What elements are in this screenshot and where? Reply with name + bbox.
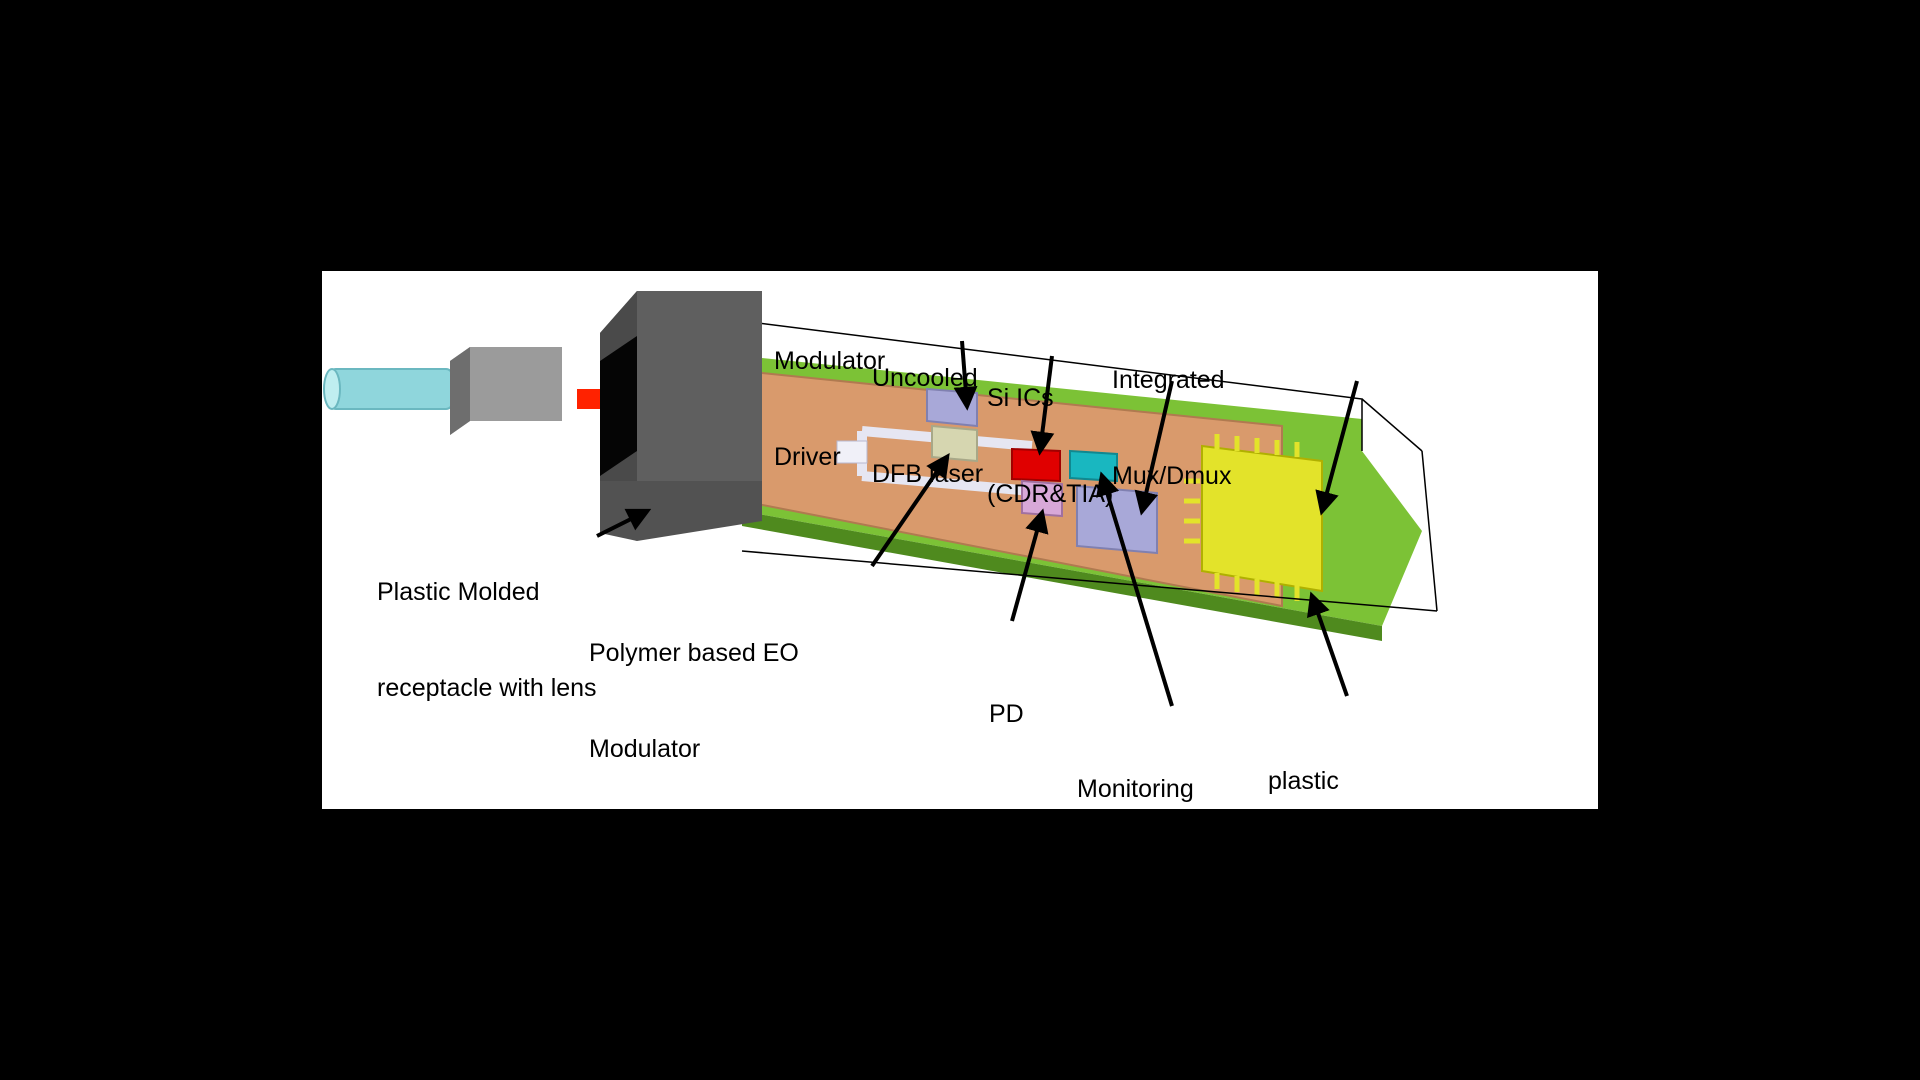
label-receptacle-line2: receptacle with lens bbox=[377, 674, 597, 702]
label-pd-text: PD bbox=[989, 700, 1024, 728]
label-si-ics-line2: (CDR&TIA) bbox=[987, 480, 1114, 508]
receptacle-block bbox=[600, 291, 762, 541]
label-dfb-laser-line1: Uncooled bbox=[872, 364, 978, 392]
label-monitoring-pd: Monitoring PD bbox=[1077, 709, 1194, 809]
transceiver-module-diagram bbox=[323, 291, 1438, 707]
label-si-ics-line1: Si ICs bbox=[987, 384, 1054, 412]
label-eo-modulator-line1: Polymer based EO bbox=[589, 639, 799, 667]
label-si-ics: Si ICs (CDR&TIA) bbox=[987, 318, 1113, 574]
pd-chip bbox=[1021, 479, 1063, 518]
label-dfb-laser-line2: DFB laser bbox=[872, 460, 984, 488]
fiber-connector-icon bbox=[323, 347, 562, 435]
label-modulator-driver-line1: Modulator bbox=[774, 347, 886, 375]
label-encapsulation-line1: plastic bbox=[1268, 767, 1339, 795]
label-mux-line1: Integrated bbox=[1112, 366, 1225, 394]
label-receptacle: Plastic Molded receptacle with lens bbox=[377, 512, 597, 768]
waveguide bbox=[836, 426, 1033, 496]
mux-dmux-chip bbox=[1184, 434, 1323, 601]
label-mux: Integrated Mux/Dmux bbox=[1112, 300, 1231, 556]
label-monitoring-pd-line1: Monitoring bbox=[1077, 775, 1194, 803]
label-modulator-driver: Modulator Driver bbox=[774, 281, 885, 537]
eo-modulator-chip bbox=[931, 424, 978, 463]
label-encapsulation: plastic encapsulation bbox=[1268, 701, 1422, 809]
leader-lines bbox=[596, 340, 1359, 707]
label-mux-line2: Mux/Dmux bbox=[1112, 462, 1232, 490]
label-modulator-driver-line2: Driver bbox=[774, 443, 841, 471]
label-dfb-laser: Uncooled DFB laser bbox=[872, 298, 983, 554]
label-eo-modulator: Polymer based EO Modulator bbox=[589, 573, 799, 809]
diagram-slide: Plastic Molded receptacle with lens Poly… bbox=[322, 271, 1598, 809]
label-pd: PD bbox=[989, 634, 1031, 794]
label-receptacle-line1: Plastic Molded bbox=[377, 578, 540, 606]
label-eo-modulator-line2: Modulator bbox=[589, 735, 701, 763]
